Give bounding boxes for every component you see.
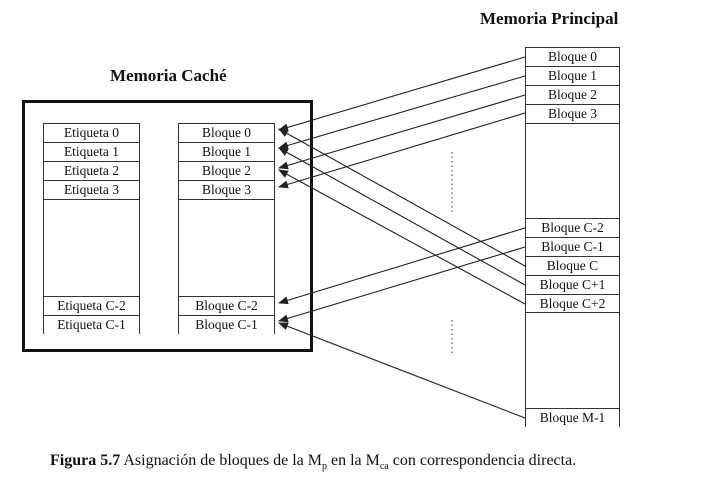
main-block-2: Bloque 2	[526, 86, 619, 105]
main-block-c-plus-2: Bloque C+2	[526, 294, 619, 313]
cache-memory-title: Memoria Caché	[110, 66, 227, 85]
cache-tag-3: Etiqueta 3	[44, 181, 139, 200]
arrow-block-1-to-cache-1	[278, 75, 526, 150]
cache-frame	[22, 100, 313, 352]
arrow-block-c-to-cache-0	[278, 128, 526, 267]
figure-caption: Figura 5.7 Asignación de bloques de la M…	[50, 452, 576, 472]
caption-label: Figura 5.7	[50, 452, 121, 469]
main-block-3: Bloque 3	[526, 105, 619, 124]
arrow-block-c-plus-1-to-cache-1	[278, 147, 526, 286]
arrow-block-3-to-cache-3	[278, 112, 526, 189]
cache-block-2: Bloque 2	[179, 162, 274, 181]
main-block-c: Bloque C	[526, 256, 619, 275]
arrow-block-c-plus-2-to-cache-2	[278, 169, 526, 305]
arrow-block-m-1-to-cache-c-1	[278, 322, 526, 419]
cache-block-c-2: Bloque C-2	[179, 296, 274, 315]
cache-block-0: Bloque 0	[179, 124, 274, 143]
caption-text-2: en la M	[326, 452, 380, 469]
main-block-1: Bloque 1	[526, 67, 619, 86]
main-block-c-1: Bloque C-1	[526, 237, 619, 256]
arrow-block-0-to-cache-0	[278, 56, 526, 132]
cache-block-c-1: Bloque C-1	[179, 315, 274, 334]
caption-text-1: Asignación de bloques de la M	[120, 452, 322, 469]
cache-tag-c-2: Etiqueta C-2	[44, 296, 139, 315]
caption-sub-2: ca	[379, 461, 389, 473]
arrow-block-c-1-to-cache-c-1	[278, 246, 526, 323]
cache-block-1: Bloque 1	[179, 143, 274, 162]
cache-tag-2: Etiqueta 2	[44, 162, 139, 181]
main-block-0: Bloque 0	[526, 48, 619, 67]
caption-text-3: con correspondencia directa.	[388, 452, 577, 469]
main-block-c-2: Bloque C-2	[526, 218, 619, 237]
arrow-block-c-2-to-cache-c-2	[278, 227, 526, 305]
main-memory-title: Memoria Principal	[480, 9, 619, 28]
main-block-m-1: Bloque M-1	[526, 408, 619, 427]
caption-sub-1: p	[321, 461, 327, 473]
cache-block-3: Bloque 3	[179, 181, 274, 200]
main-block-c-plus-1: Bloque C+1	[526, 275, 619, 294]
arrow-block-2-to-cache-2	[278, 94, 526, 170]
cache-tag-0: Etiqueta 0	[44, 124, 139, 143]
cache-tag-1: Etiqueta 1	[44, 143, 139, 162]
cache-tag-c-1: Etiqueta C-1	[44, 315, 139, 334]
